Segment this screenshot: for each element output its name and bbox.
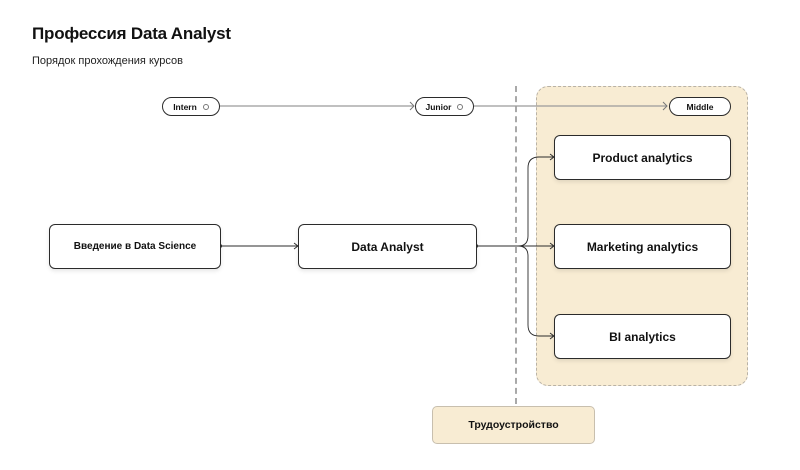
level-intern: Intern xyxy=(162,97,220,116)
course-intro[interactable]: Введение в Data Science xyxy=(49,224,221,269)
employment-divider xyxy=(515,86,517,404)
course-data-analyst[interactable]: Data Analyst xyxy=(298,224,477,269)
level-middle: Middle xyxy=(669,97,731,116)
level-middle-label: Middle xyxy=(686,101,714,112)
level-dot-icon xyxy=(457,103,464,110)
page-subtitle: Порядок прохождения курсов xyxy=(32,55,183,67)
arrowhead-junior xyxy=(409,101,415,111)
level-junior: Junior xyxy=(415,97,474,116)
level-dot-icon xyxy=(202,103,209,110)
track-marketing-analytics[interactable]: Marketing analytics xyxy=(554,224,731,269)
level-junior-label: Junior xyxy=(425,101,452,112)
track-bi-analytics[interactable]: BI analytics xyxy=(554,314,731,359)
page-title: Профессия Data Analyst xyxy=(32,24,231,43)
track-product-analytics[interactable]: Product analytics xyxy=(554,135,731,180)
level-intern-label: Intern xyxy=(173,101,197,112)
employment-box: Трудоустройство xyxy=(432,406,595,444)
